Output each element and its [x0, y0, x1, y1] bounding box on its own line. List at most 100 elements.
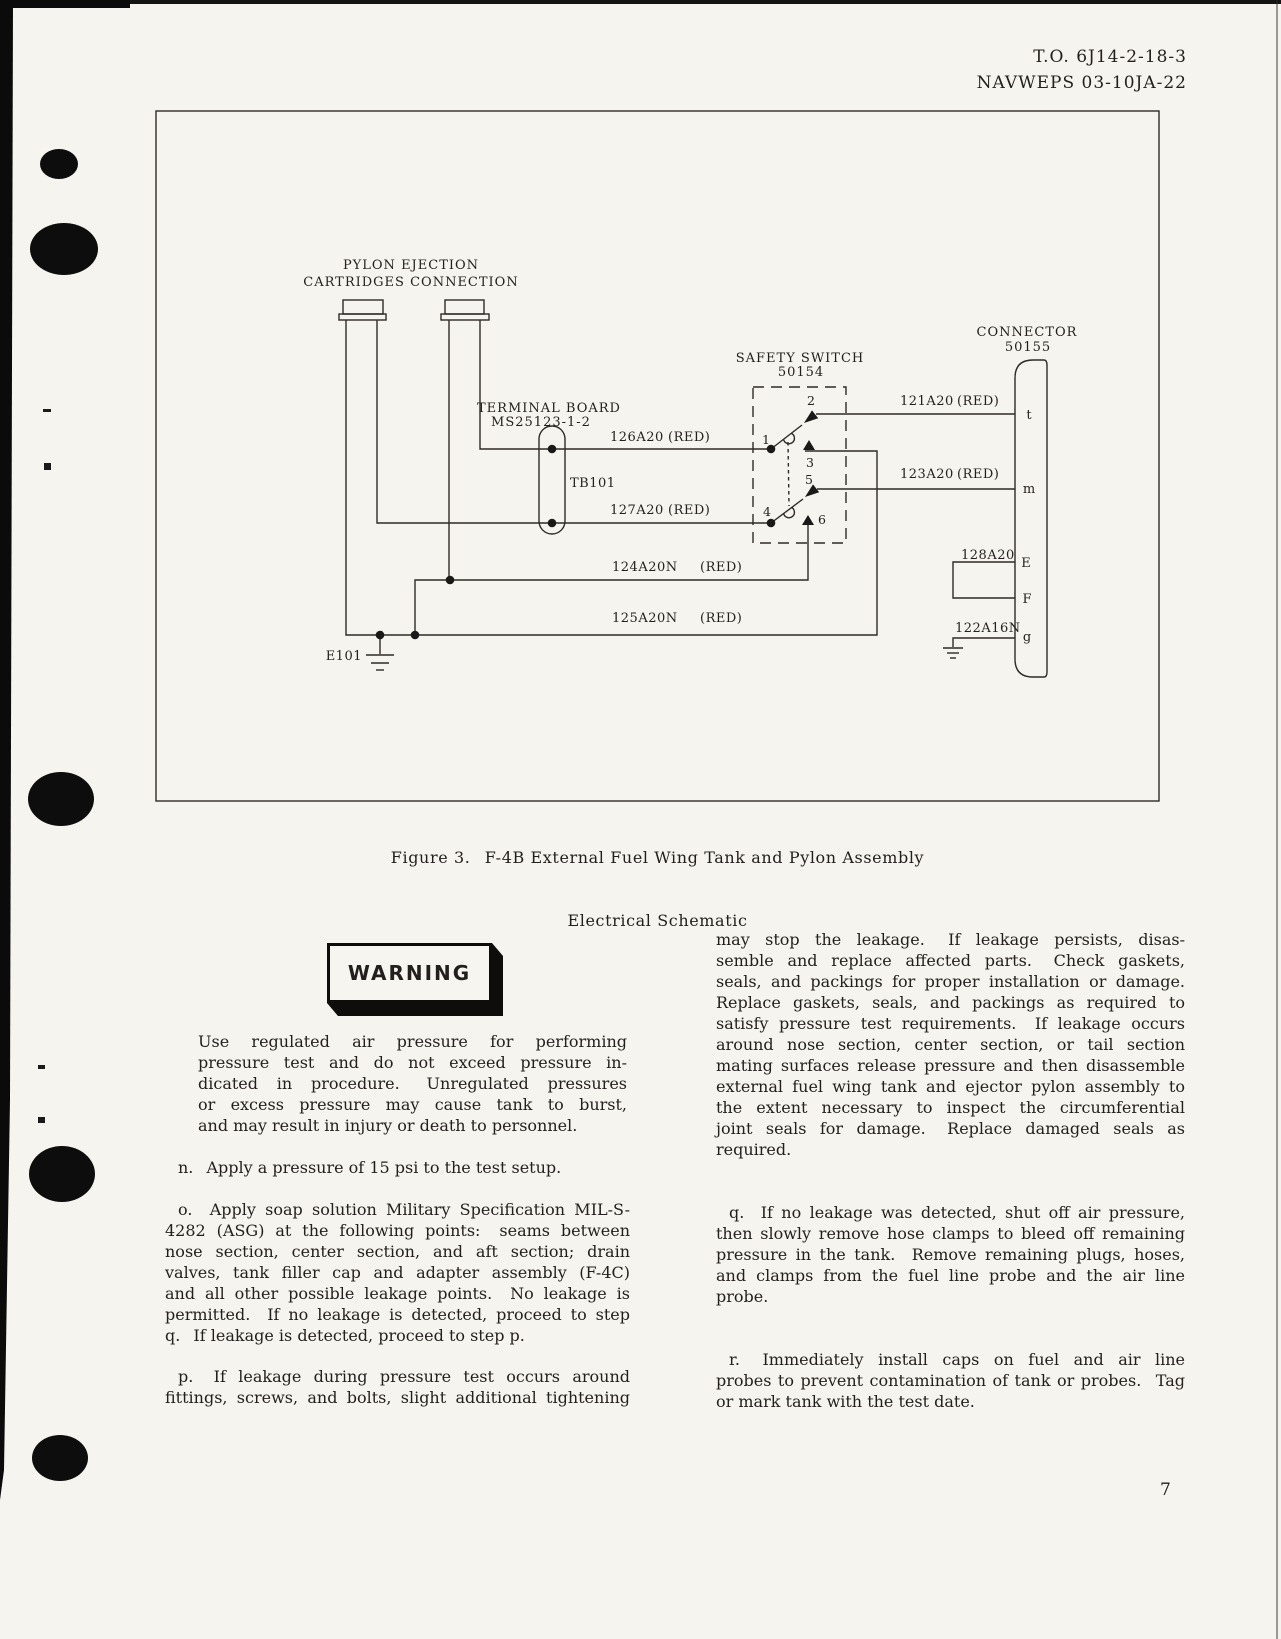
- page-number: 7: [1160, 1480, 1171, 1500]
- terminal-3: 3: [806, 455, 814, 470]
- contact-arrow-terminal-6: [802, 515, 814, 525]
- to-number: T.O. 6J14-2-18-3: [1033, 47, 1187, 67]
- scan-edge-left: [0, 0, 13, 1500]
- warning-box: WARNING: [327, 943, 503, 1016]
- wire-label-126A20: 126A20: [610, 430, 664, 445]
- pylon-label-line1: PYLON EJECTION: [343, 258, 479, 273]
- figure-3-schematic: PYLON EJECTION CARTRIDGES CONNECTION TER…: [155, 110, 1160, 802]
- text-line: or excess pressure may cause tank to bur…: [198, 1095, 627, 1114]
- pin-F: F: [1022, 592, 1031, 607]
- scan-edge-top: [0, 0, 1281, 4]
- step-p: p. If leakage during pressure test occur…: [165, 1366, 630, 1408]
- text-line: permitted. If no leakage is detected, pr…: [165, 1305, 630, 1324]
- electrical-schematic-drawing: PYLON EJECTION CARTRIDGES CONNECTION TER…: [155, 110, 1160, 802]
- text-line: nose section, center section, and aft se…: [165, 1242, 630, 1261]
- wire-label-128A20: 128A20: [961, 548, 1015, 563]
- wire-label-123A20: 123A20: [900, 467, 954, 482]
- text-line: satisfy pressure test requirements. If l…: [716, 1014, 1185, 1033]
- cartridge-flange-right: [440, 313, 490, 321]
- figure-caption-line1: Figure 3. F-4B External Fuel Wing Tank a…: [390, 848, 925, 867]
- text-line: and clamps from the fuel line probe and …: [716, 1266, 1185, 1285]
- text-line: around nose section, center section, or …: [716, 1035, 1185, 1054]
- switch-linkage-dashed: [787, 441, 790, 507]
- pin-t: t: [1026, 408, 1032, 423]
- text-line: and may result in injury or death to per…: [198, 1116, 578, 1135]
- step-n: n. Apply a pressure of 15 psi to the tes…: [165, 1157, 630, 1178]
- page-header: T.O. 6J14-2-18-3 NAVWEPS 03-10JA-22: [977, 44, 1187, 96]
- text-line: joint seals for damage. Replace damaged …: [716, 1119, 1185, 1138]
- wire-label-121A20: 121A20: [900, 394, 954, 409]
- switch-arm-1-2: [770, 424, 803, 450]
- text-line: pressure test and do not exceed pressure…: [198, 1053, 627, 1072]
- terminal-2: 2: [807, 393, 815, 408]
- switch-arm-4-5: [770, 498, 804, 524]
- figure-caption: Figure 3. F-4B External Fuel Wing Tank a…: [155, 805, 1160, 973]
- wire-label-124A20N: 124A20N: [612, 560, 678, 575]
- text-line: and all other possible leakage points. N…: [165, 1284, 630, 1303]
- cartridge-cap-right: [444, 299, 485, 315]
- connector-shell: [1014, 359, 1048, 678]
- text-line: external fuel wing tank and ejector pylo…: [716, 1077, 1185, 1096]
- text-line: probe.: [716, 1287, 769, 1306]
- scan-edge-top-corner: [0, 0, 130, 8]
- pin-g: g: [1023, 630, 1031, 645]
- speck-mark: [38, 1117, 45, 1123]
- text-line: then slowly remove hose clamps to bleed …: [716, 1224, 1185, 1243]
- text-line: semble and replace affected parts. Check…: [716, 951, 1185, 970]
- text-line: may stop the leakage. If leakage persist…: [716, 930, 1185, 949]
- scan-edge-right: [1276, 0, 1278, 1639]
- connector-label: CONNECTOR: [977, 325, 1078, 340]
- switch-linkage-arc: [782, 432, 796, 445]
- terminal-board-label: TERMINAL BOARD: [477, 401, 621, 416]
- safety-switch-number: 50154: [778, 365, 824, 380]
- terminal-1: 1: [762, 432, 770, 447]
- wire-125A20N: [345, 320, 878, 636]
- wire-122A16N: [952, 637, 1015, 647]
- pylon-label-line2: CARTRIDGES CONNECTION: [303, 275, 518, 290]
- contact-arrow-terminal-2: [804, 410, 819, 423]
- text-line: or mark tank with the test date.: [716, 1392, 975, 1411]
- text-line: Replace gaskets, seals, and packings as …: [716, 993, 1185, 1012]
- wire-126A20: [479, 320, 767, 450]
- wire-color-red: (RED): [668, 503, 710, 518]
- speck-mark: [44, 463, 51, 470]
- wire-128A20-jumper: [952, 561, 1015, 599]
- text-line: p. If leakage during pressure test occur…: [178, 1367, 630, 1386]
- speck-mark: [43, 409, 51, 412]
- wire-color-red: (RED): [668, 430, 710, 445]
- wire-label-122A16N: 122A16N: [955, 621, 1021, 636]
- punch-hole-mark: [30, 223, 98, 275]
- punch-hole-mark: [40, 149, 78, 179]
- safety-switch-label: SAFETY SWITCH: [736, 351, 865, 366]
- terminal-board-partno: MS25123-1-2: [491, 415, 591, 430]
- warning-title: WARNING: [327, 943, 492, 1003]
- step-r: r. Immediately install caps on fuel and …: [716, 1349, 1185, 1412]
- terminal-5: 5: [805, 472, 813, 487]
- wire-color-red: (RED): [957, 467, 999, 482]
- terminal-board-outline: [538, 425, 566, 535]
- text-line: n. Apply a pressure of 15 psi to the tes…: [178, 1158, 562, 1177]
- navweps-number: NAVWEPS 03-10JA-22: [976, 73, 1187, 93]
- figure-caption-line2: Electrical Schematic: [567, 911, 748, 930]
- text-line: q. If leakage is detected, proceed to st…: [165, 1326, 525, 1345]
- junction-dots: [375, 444, 776, 640]
- punch-hole-mark: [28, 772, 94, 826]
- text-line: dicated in procedure. Unregulated pressu…: [198, 1074, 627, 1093]
- punch-hole-mark: [29, 1146, 95, 1202]
- contact-arrow-terminal-5: [805, 484, 820, 497]
- cartridge-flange-left: [338, 313, 387, 321]
- text-line: required.: [716, 1140, 792, 1159]
- tb101-ref: TB101: [570, 476, 616, 491]
- wire-label-125A20N: 125A20N: [612, 611, 678, 626]
- wire-127A20: [376, 320, 769, 524]
- step-o: o. Apply soap solution Military Specific…: [165, 1199, 630, 1346]
- text-line: r. Immediately install caps on fuel and …: [729, 1350, 1185, 1369]
- connector-number: 50155: [1005, 340, 1051, 355]
- pin-m: m: [1023, 482, 1035, 497]
- punch-hole-mark: [32, 1435, 88, 1481]
- speck-mark: [38, 1065, 45, 1069]
- terminal-4: 4: [763, 504, 771, 519]
- text-line: pressure in the tank. Remove remaining p…: [716, 1245, 1185, 1264]
- cartridge-cap-left: [342, 299, 384, 315]
